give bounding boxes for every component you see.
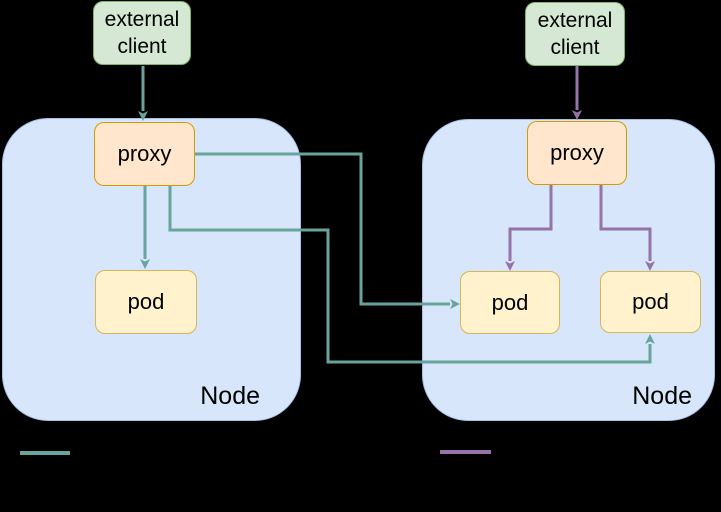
arrow-proxy-right-to-pod-1 (505, 185, 553, 271)
node-label-left: Node (200, 382, 260, 410)
arrow-proxy-left-to-right-pod-1 (195, 152, 460, 309)
legend-purple-swatch (440, 450, 491, 454)
node-label-right: Node (632, 382, 692, 410)
arrow-proxy-left-to-right-pod-2 (168, 186, 655, 364)
external-client-box-right: external client (525, 2, 625, 66)
proxy-box-right: proxy (527, 121, 627, 185)
pod-box-right-1: pod (460, 271, 560, 334)
proxy-box-left: proxy (94, 122, 195, 186)
external-client-box-left: external client (93, 1, 191, 65)
pod-box-left: pod (95, 270, 197, 334)
legend-teal-swatch (20, 451, 70, 455)
pod-box-right-2: pod (600, 271, 701, 333)
arrow-proxy-right-to-pod-2 (599, 185, 655, 271)
